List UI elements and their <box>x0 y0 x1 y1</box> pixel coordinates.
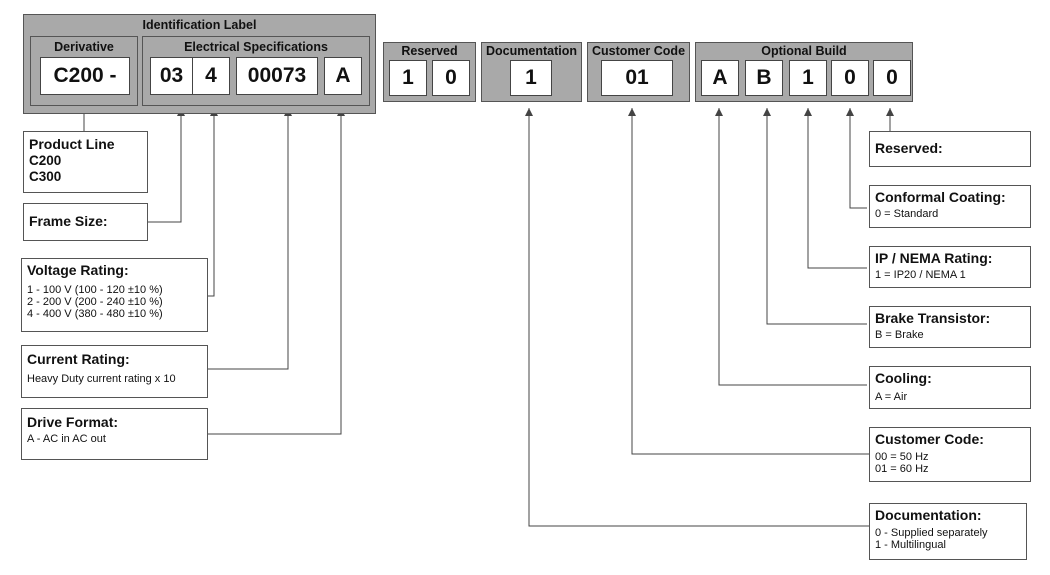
derivative-title: Derivative <box>54 40 114 54</box>
label-drive-format: Drive Format: A - AC in AC out <box>21 408 208 460</box>
label-product-line: Product Line C200 C300 <box>23 131 148 193</box>
connector-customer-code <box>628 108 870 455</box>
label-drive-format-line: A - AC in AC out <box>27 433 106 445</box>
label-customer-code: Customer Code: 00 = 50 Hz 01 = 60 Hz <box>869 427 1031 482</box>
code-frame-size: 03 <box>150 57 193 95</box>
label-voltage-rating-line: 2 - 200 V (200 - 240 ±10 %) <box>27 296 163 308</box>
label-product-line-item: C300 <box>29 169 62 184</box>
label-cooling-line: A = Air <box>875 391 908 403</box>
label-frame-size: Frame Size: <box>23 203 148 241</box>
label-cooling: Cooling: A = Air <box>869 366 1031 409</box>
code-customer-code: 01 <box>601 60 673 96</box>
label-documentation-line: 0 - Supplied separately <box>875 527 988 539</box>
label-reserved: Reserved: <box>869 131 1031 167</box>
code-documentation: 1 <box>510 60 552 96</box>
label-brake-transistor-title: Brake Transistor: <box>875 310 991 326</box>
label-current-rating-line: Heavy Duty current rating x 10 <box>27 373 176 385</box>
label-documentation-line: 1 - Multilingual <box>875 539 946 551</box>
label-ip-nema-rating-title: IP / NEMA Rating: <box>875 250 993 266</box>
code-brake: B <box>745 60 783 96</box>
label-voltage-rating: Voltage Rating: 1 - 100 V (100 - 120 ±10… <box>21 258 208 332</box>
code-drive-format: A <box>324 57 362 95</box>
code-reserved-1: 1 <box>389 60 427 96</box>
label-brake-transistor: Brake Transistor: B = Brake <box>869 306 1031 348</box>
label-customer-code-title: Customer Code: <box>875 431 984 447</box>
label-current-rating: Current Rating: Heavy Duty current ratin… <box>21 345 208 398</box>
label-conformal-coating-title: Conformal Coating: <box>875 189 1006 205</box>
code-ip-rating: 1 <box>789 60 827 96</box>
connector-coating <box>846 108 867 209</box>
connector-drive-format <box>208 108 345 435</box>
connector-cooling <box>715 108 867 386</box>
label-customer-code-line: 00 = 50 Hz <box>875 451 929 463</box>
connector-brake <box>763 108 867 325</box>
label-product-line-item: C200 <box>29 153 62 168</box>
electrical-specifications-title: Electrical Specifications <box>184 40 328 54</box>
label-product-line-title: Product Line <box>29 136 115 152</box>
label-documentation: Documentation: 0 - Supplied separately 1… <box>869 503 1027 560</box>
connector-voltage-rating <box>208 108 218 297</box>
label-brake-transistor-line: B = Brake <box>875 329 924 341</box>
identification-label-title: Identification Label <box>142 18 257 32</box>
label-ip-nema-rating-line: 1 = IP20 / NEMA 1 <box>875 269 966 281</box>
code-reserved-2: 0 <box>432 60 470 96</box>
documentation-title: Documentation <box>486 44 577 58</box>
label-customer-code-line: 01 = 60 Hz <box>875 463 929 475</box>
code-voltage: 4 <box>192 57 230 95</box>
reserved-title: Reserved <box>401 44 458 58</box>
connector-frame-size <box>148 108 185 223</box>
connector-current-rating <box>208 108 292 370</box>
optional-build-title: Optional Build <box>761 44 847 58</box>
label-cooling-title: Cooling: <box>875 370 932 386</box>
code-cooling: A <box>701 60 739 96</box>
label-frame-size-title: Frame Size: <box>29 213 108 229</box>
code-current: 00073 <box>236 57 318 95</box>
code-conformal-coating: 0 <box>831 60 869 96</box>
label-voltage-rating-line: 4 - 400 V (380 - 480 ±10 %) <box>27 308 163 320</box>
label-voltage-rating-title: Voltage Rating: <box>27 262 129 278</box>
label-voltage-rating-line: 1 - 100 V (100 - 120 ±10 %) <box>27 284 163 296</box>
label-documentation-title: Documentation: <box>875 507 982 523</box>
code-reserved-optional: 0 <box>873 60 911 96</box>
code-derivative: C200 - <box>40 57 130 95</box>
label-drive-format-title: Drive Format: <box>27 414 119 430</box>
connector-documentation <box>525 108 873 527</box>
label-conformal-coating: Conformal Coating: 0 = Standard <box>869 185 1031 228</box>
label-ip-nema-rating: IP / NEMA Rating: 1 = IP20 / NEMA 1 <box>869 246 1031 288</box>
customer-code-title: Customer Code <box>591 44 686 58</box>
label-conformal-coating-line: 0 = Standard <box>875 208 939 220</box>
label-current-rating-title: Current Rating: <box>27 351 130 367</box>
label-reserved-title: Reserved: <box>875 140 943 156</box>
connector-ip <box>804 108 867 269</box>
